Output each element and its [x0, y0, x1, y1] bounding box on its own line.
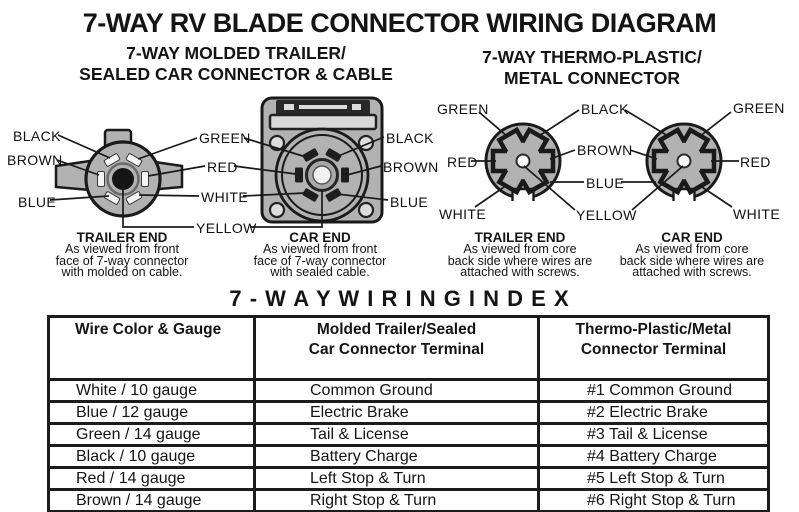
- wire-label-brown: BROWN: [577, 142, 633, 158]
- column-header-thermo: Thermo-Plastic/Metal Connector Terminal: [537, 315, 770, 381]
- thermo-terminal-cell: #4 Battery Charge: [537, 444, 770, 469]
- molded-section-subtitle: 7-WAY MOLDED TRAILER/ SEALED CAR CONNECT…: [60, 43, 412, 85]
- caption-heading: CAR END: [661, 230, 723, 245]
- thermo-terminal-cell: #2 Electric Brake: [537, 400, 770, 425]
- thermo-terminal-cell: #3 Tail & License: [537, 422, 770, 447]
- wire-label-red: RED: [740, 154, 771, 170]
- wire-label-black: BLACK: [13, 128, 61, 144]
- column-header-line: Molded Trailer/Sealed: [316, 321, 477, 338]
- caption-line: As viewed from core: [635, 242, 749, 256]
- diagram-graphics: [49, 96, 739, 228]
- wire-label-blue: BLUE: [18, 194, 57, 210]
- molded-subtitle-line1: 7-WAY MOLDED TRAILER/: [126, 43, 346, 63]
- wire-label-black: BLACK: [581, 101, 629, 117]
- caption-heading: CAR END: [289, 230, 351, 245]
- wire-label-black: BLACK: [386, 130, 434, 146]
- caption-line: As viewed from core: [463, 242, 577, 256]
- molded-terminal-cell: Tail & License: [253, 422, 540, 447]
- table-row: Red / 14 gauge Left Stop & Turn #5 Left …: [47, 466, 770, 491]
- wire-label-blue: BLUE: [586, 175, 625, 191]
- caption-line: attached with screws.: [632, 265, 752, 279]
- wire-label-white: WHITE: [733, 206, 781, 222]
- column-header-wire: Wire Color & Gauge: [47, 315, 256, 381]
- caption-line: As viewed from front: [263, 242, 377, 256]
- molded-car-end-caption: CAR END As viewed from front face of 7-w…: [230, 231, 410, 279]
- molded-terminal-cell: Electric Brake: [253, 400, 540, 425]
- wire-label-blue: BLUE: [390, 194, 429, 210]
- wire-label-brown: BROWN: [7, 152, 63, 168]
- caption-line: face of 7-way connector: [55, 253, 189, 268]
- caption-heading: TRAILER END: [474, 230, 566, 245]
- wire-color-cell: Brown / 14 gauge: [47, 488, 256, 512]
- wiring-index-table: Wire Color & Gauge Molded Trailer/Sealed…: [47, 315, 770, 512]
- wire-label-red: RED: [447, 154, 478, 170]
- column-header-line: Thermo-Plastic/Metal: [575, 321, 732, 338]
- column-header-line: Wire Color & Gauge: [75, 321, 222, 338]
- caption-line: As viewed from front: [65, 242, 179, 256]
- wire-color-cell: Blue / 12 gauge: [47, 400, 256, 425]
- wire-label-white: WHITE: [201, 189, 249, 205]
- thermo-trailer-end-caption: TRAILER END As viewed from core back sid…: [425, 231, 615, 279]
- wire-color-cell: Green / 14 gauge: [47, 422, 256, 447]
- caption-line: with sealed cable.: [270, 265, 370, 279]
- molded-trailer-end-caption: TRAILER END As viewed from front face of…: [32, 231, 212, 279]
- thermo-trailer-connector-drawing: [484, 122, 562, 201]
- sealed-car-connector-drawing: [260, 96, 384, 224]
- table-row: Green / 14 gauge Tail & License #3 Tail …: [47, 422, 770, 447]
- caption-line: back side where wires are: [619, 253, 765, 268]
- thermo-car-end-caption: CAR END As viewed from core back side wh…: [597, 231, 787, 279]
- page-title: 7-WAY RV BLADE CONNECTOR WIRING DIAGRAM: [82, 8, 717, 38]
- leader-lines: [49, 109, 739, 228]
- wire-label-brown: BROWN: [383, 159, 439, 175]
- molded-terminal-cell: Right Stop & Turn: [253, 488, 540, 512]
- wire-label-green: GREEN: [437, 101, 489, 117]
- thermo-terminal-cell: #6 Right Stop & Turn: [537, 488, 770, 512]
- thermo-subtitle-line2: METAL CONNECTOR: [504, 68, 680, 88]
- wire-label-green: GREEN: [199, 130, 251, 146]
- caption-heading: TRAILER END: [76, 230, 168, 245]
- wire-label-red: RED: [207, 159, 238, 175]
- table-header-row: Wire Color & Gauge Molded Trailer/Sealed…: [47, 315, 770, 381]
- wire-label-yellow: YELLOW: [576, 207, 637, 223]
- table-row: Black / 10 gauge Battery Charge #4 Batte…: [47, 444, 770, 469]
- molded-terminal-cell: Common Ground: [253, 378, 540, 403]
- caption-line: back side where wires are: [447, 253, 593, 268]
- column-header-line: Connector Terminal: [580, 341, 727, 358]
- table-row: White / 10 gauge Common Ground #1 Common…: [47, 378, 770, 403]
- caption-line: with molded on cable.: [61, 265, 183, 279]
- thermo-terminal-cell: #5 Left Stop & Turn: [537, 466, 770, 491]
- table-row: Brown / 14 gauge Right Stop & Turn #6 Ri…: [47, 488, 770, 512]
- molded-terminal-cell: Left Stop & Turn: [253, 466, 540, 491]
- wire-color-cell: Black / 10 gauge: [47, 444, 256, 469]
- wiring-index-title: 7 - W A Y W I R I N G I N D E X: [229, 286, 570, 311]
- wire-color-cell: White / 10 gauge: [47, 378, 256, 403]
- wire-label-yellow: YELLOW: [196, 220, 257, 236]
- table-row: Blue / 12 gauge Electric Brake #2 Electr…: [47, 400, 770, 425]
- caption-line: attached with screws.: [460, 265, 580, 279]
- wire-label-white: WHITE: [439, 206, 487, 222]
- molded-subtitle-line2: SEALED CAR CONNECTOR & CABLE: [79, 64, 393, 84]
- thermo-subtitle-line1: 7-WAY THERMO-PLASTIC/: [482, 47, 702, 67]
- caption-line: face of 7-way connector: [253, 253, 387, 268]
- wire-label-green: GREEN: [733, 100, 785, 116]
- thermo-terminal-cell: #1 Common Ground: [537, 378, 770, 403]
- thermo-car-connector-drawing: [645, 122, 723, 201]
- column-header-line: Car Connector Terminal: [308, 341, 485, 358]
- molded-terminal-cell: Battery Charge: [253, 444, 540, 469]
- wire-color-cell: Red / 14 gauge: [47, 466, 256, 491]
- thermo-section-subtitle: 7-WAY THERMO-PLASTIC/ METAL CONNECTOR: [462, 47, 722, 89]
- column-header-molded: Molded Trailer/Sealed Car Connector Term…: [253, 315, 540, 381]
